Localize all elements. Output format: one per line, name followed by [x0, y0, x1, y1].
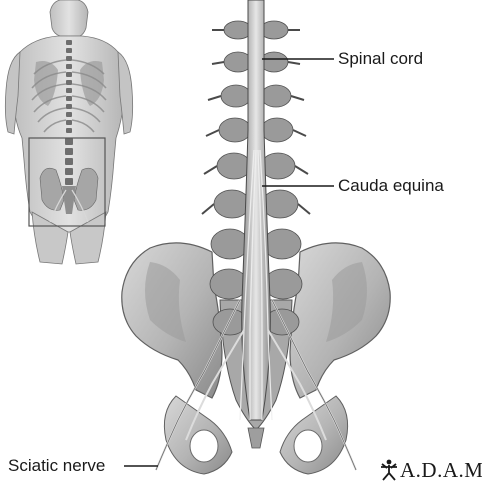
- inset-back-figure: [5, 0, 132, 264]
- vertebral-column: [156, 0, 356, 470]
- adam-logo: A.D.A.M.: [378, 458, 482, 482]
- adam-figure-icon: [378, 459, 400, 481]
- cauda-equina-label: Cauda equina: [338, 177, 444, 194]
- adam-logo-text: A.D.A.M.: [400, 460, 482, 481]
- sciatic-nerve-label: Sciatic nerve: [8, 457, 105, 474]
- spinal-cord-label: Spinal cord: [338, 50, 423, 67]
